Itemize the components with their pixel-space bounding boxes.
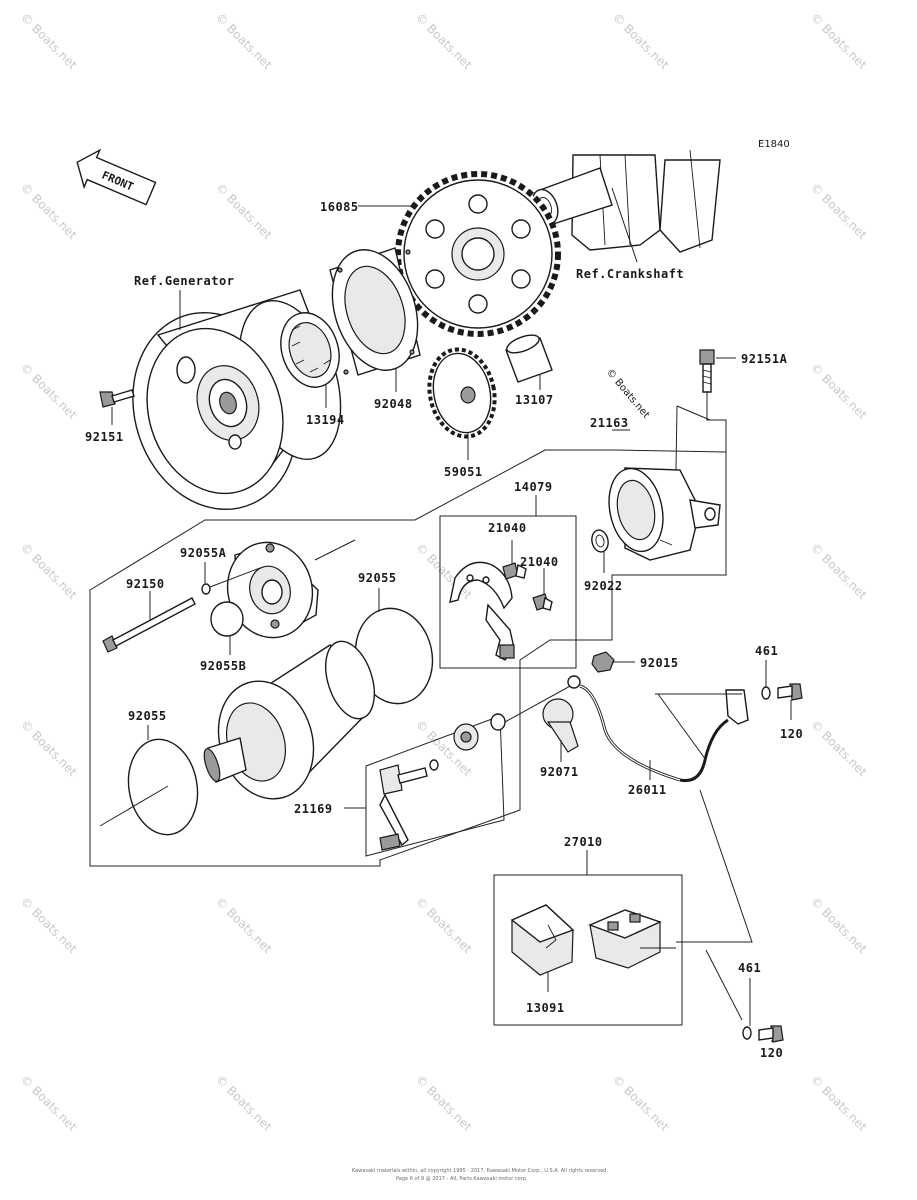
nut-92015-illustration [591,651,615,673]
starter-assembly-outline [89,449,727,867]
watermark-text: © Boats.net [808,360,870,422]
assembly-line [705,949,743,1021]
part-number-label: 13091 [526,1001,565,1015]
oring-92055B-illustration [210,601,244,637]
generator-rotor-illustration [132,289,342,510]
watermark-text: © Boats.net [808,180,870,242]
part-number-label: 14079 [514,480,553,494]
assembly-line [209,567,261,588]
gear-16085-illustration [395,171,561,337]
assembly-line [657,693,707,761]
watermark-text: © Boats.net [808,894,870,956]
housing-21163-illustration [608,467,721,561]
cable-26011-illustration [567,675,749,783]
diagram-code: E1840 [758,139,790,150]
watermark-text: © Boats.net [18,1072,80,1134]
part-number-label: 21169 [294,802,333,816]
part-number-label: 120 [760,1046,783,1060]
watermark-text: © Boats.net [808,717,870,779]
brush-21040-illustration [502,562,527,580]
bolt-120-illustration [758,1025,784,1043]
watermark-text: © Boats.net [213,894,275,956]
part-number-label: 92071 [540,765,579,779]
starter-relay-illustration [588,909,676,969]
crankshaft-illustration [531,149,721,253]
part-number-label: 26011 [628,783,667,797]
part-number-label: 92015 [640,656,679,670]
watermark-text: © Boats.net [610,10,672,72]
brush-plate-14079-illustration [449,561,515,661]
assembly-line [314,539,356,561]
bolt-120-illustration [777,683,803,701]
terminal-21169-illustration [379,713,506,851]
watermark-text: © Boats.net [213,180,275,242]
brush-21040-illustration [532,593,553,611]
watermark-text: © Boats.net [610,1072,672,1134]
part-number-label: 21040 [488,521,527,535]
part-number-label: 92150 [126,577,165,591]
part-number-label: 92048 [374,397,413,411]
ref-generator-label: Ref.Generator [134,274,234,288]
assembly-line [675,405,678,471]
part-number-label: 461 [755,644,778,658]
watermark-text: © Boats.net [18,180,80,242]
gear-59051-illustration [427,347,497,439]
part-number-label: 461 [738,961,761,975]
watermark-text: © Boats.net [213,10,275,72]
watermark-text: © Boats.net [18,360,80,422]
part-number-label: 21163 [590,416,629,430]
part-number-label: 13194 [306,413,345,427]
watermark-text: © Boats.net [18,10,80,72]
assembly-line [504,684,573,723]
footer-page-info: Page 6 of 9 @ 2017 - All, Parts Kawasaki… [396,1176,528,1182]
part-number-label: 120 [780,727,803,741]
part-number-label: 13107 [515,393,554,407]
watermark-text: © Boats.net [808,540,870,602]
relay-cover-13091-illustration [510,904,575,976]
part-number-label: 59051 [444,465,483,479]
front-arrow: FRONT [76,148,157,206]
part-number-label: 92055A [180,546,227,560]
bolt-92151-illustration [99,389,135,408]
washer-461-illustration [761,686,771,700]
assembly-line [99,785,169,827]
washer-461-illustration [742,1026,752,1040]
ring-92048-illustration [329,247,421,376]
watermark-text: © Boats.net [213,1072,275,1134]
bolt-92151A-illustration [699,349,715,393]
oring-92055-illustration [127,738,199,836]
watermark-text: © Boats.net [413,10,475,72]
footer-copyright: Kawasaki materials within, all copyright… [352,1168,608,1174]
watermark-text: © Boats.net [808,10,870,72]
watermark-text: © Boats.net [18,717,80,779]
watermark-text: © Boats.net [808,1072,870,1134]
ref-crankshaft-label: Ref.Crankshaft [576,267,684,281]
assembly-line [676,405,711,421]
washer-92022-illustration [591,529,609,553]
brush-plate-box [439,515,577,669]
part-number-label: 92055 [358,571,397,585]
starter-motor-illustration [203,640,376,800]
part-number-label: 27010 [564,835,603,849]
watermark-text: © Boats.net [18,894,80,956]
part-number-label: 92055 [128,709,167,723]
assembly-line [676,789,753,943]
relay-box [493,874,683,1026]
part-number-label: 21040 [520,555,559,569]
oring-92055A-illustration [201,583,211,595]
part-number-label: 92151 [85,430,124,444]
leader-line [611,187,638,263]
watermark-text: © Boats.net [413,894,475,956]
part-number-label: 92151A [741,352,788,366]
boats-badge-text: © Boats.net [604,367,652,421]
part-number-label: 92022 [584,579,623,593]
watermark-text: © Boats.net [18,540,80,602]
watermark-text: © Boats.net [413,1072,475,1134]
part-number-label: 92055B [200,659,246,673]
shaft-13107-illustration [505,334,553,383]
bolt-92150-illustration [102,597,196,653]
part-number-label: 16085 [320,200,359,214]
clutch-13194-illustration [280,312,340,388]
